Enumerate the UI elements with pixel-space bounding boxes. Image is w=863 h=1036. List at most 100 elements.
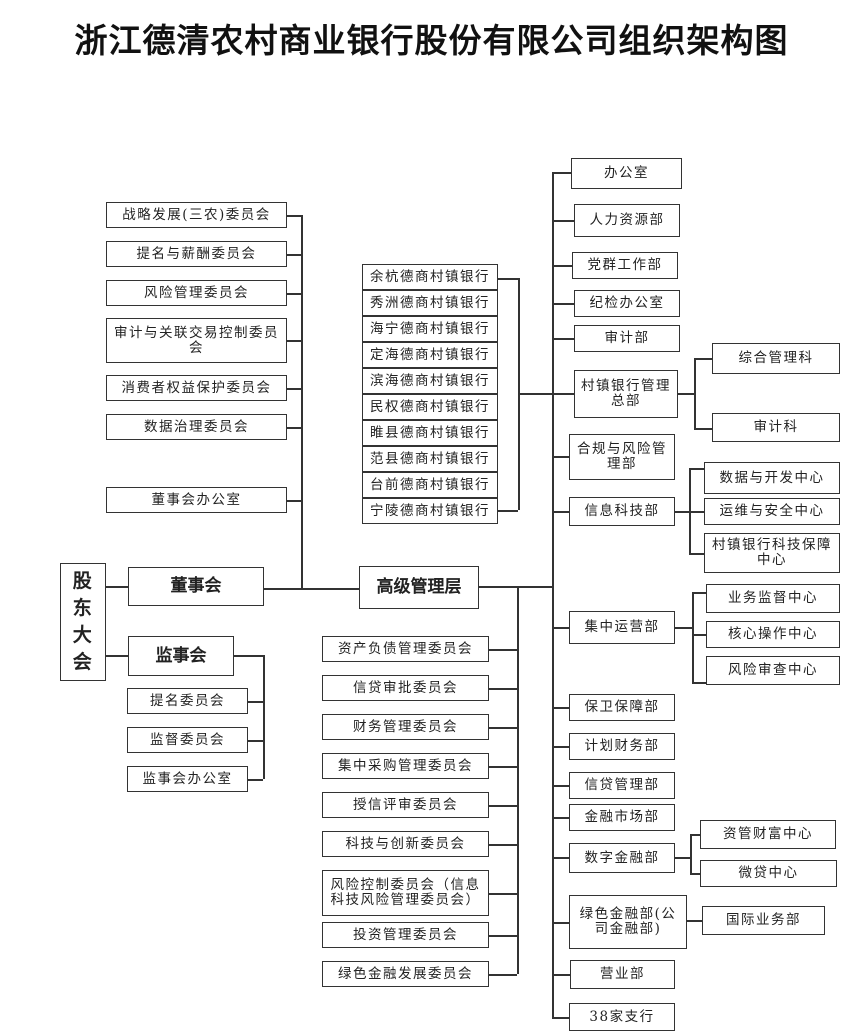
connector-line [552,922,569,924]
connector-line [286,500,301,502]
supervisory-committee-box: 监督委员会 [127,727,248,753]
department-box: 绿色金融部(公司金融部) [569,895,687,949]
management-committee-box: 风险控制委员会（信息科技风险管理委员会） [322,870,489,916]
department-box: 审计部 [574,325,680,352]
connector-line [489,766,517,768]
connector-line [552,627,569,629]
department-box: 数字金融部 [569,843,675,873]
connector-line [690,873,700,875]
sub-department-box: 风险审查中心 [706,656,840,685]
department-box: 保卫保障部 [569,694,675,721]
board-box: 董事会 [128,567,264,606]
connector-line [687,920,702,922]
connector-line [498,278,518,280]
village-bank-box: 秀洲德商村镇银行 [362,290,498,316]
sub-department-box: 数据与开发中心 [704,462,840,494]
connector-line [286,293,301,295]
connector-line [489,844,517,846]
board-committee-box: 董事会办公室 [106,487,287,513]
connector-line [552,974,570,976]
board-committee-box: 战略发展(三农)委员会 [106,202,287,228]
connector-line [489,935,517,937]
connector-line [552,172,554,1017]
connector-line [552,785,569,787]
connector-line [286,254,301,256]
connector-line [518,393,552,395]
sub-department-box: 业务监督中心 [706,584,840,613]
connector-line [694,358,696,428]
sub-department-box: 村镇银行科技保障中心 [704,533,840,573]
connector-line [286,215,301,217]
sub-department-box: 综合管理科 [712,343,840,374]
connector-line [552,338,574,340]
connector-line [248,701,263,703]
department-box: 38家支行 [569,1003,675,1031]
connector-line [694,428,712,430]
department-box: 纪检办公室 [574,290,680,317]
connector-line [498,510,518,512]
management-committee-box: 集中采购管理委员会 [322,753,489,779]
connector-line [552,303,574,305]
connector-line [552,456,569,458]
connector-line [675,627,692,629]
management-committee-box: 科技与创新委员会 [322,831,489,857]
management-committee-box: 信贷审批委员会 [322,675,489,701]
department-box: 金融市场部 [569,804,675,831]
village-bank-box: 定海德商村镇银行 [362,342,498,368]
connector-line [692,592,694,682]
connector-line [552,746,569,748]
supervisory-board-box: 监事会 [128,636,234,676]
management-committee-box: 财务管理委员会 [322,714,489,740]
connector-line [301,215,303,588]
sub-department-box: 核心操作中心 [706,621,840,648]
department-box: 办公室 [571,158,682,189]
board-committee-box: 提名与薪酬委员会 [106,241,287,267]
management-committee-box: 授信评审委员会 [322,792,489,818]
management-committee-box: 绿色金融发展委员会 [322,961,489,987]
connector-line [552,511,569,513]
connector-line [675,857,690,859]
department-box: 村镇银行管理总部 [574,370,678,418]
village-bank-box: 宁陵德商村镇银行 [362,498,498,524]
connector-line [263,655,265,779]
connector-line [286,427,301,429]
board-committee-box: 数据治理委员会 [106,414,287,440]
village-bank-box: 民权德商村镇银行 [362,394,498,420]
connector-line [106,655,128,657]
connector-line [489,727,517,729]
board-committee-box: 风险管理委员会 [106,280,287,306]
shareholders-meeting-box: 股东大会 [60,563,106,681]
connector-line [248,740,263,742]
connector-line [694,358,712,360]
connector-line [234,655,263,657]
department-box: 合规与风险管理部 [569,434,675,480]
connector-line [552,393,574,395]
connector-line [552,857,569,859]
connector-line [489,805,517,807]
senior-management-box: 高级管理层 [359,566,479,609]
connector-line [489,688,517,690]
connector-line [552,172,571,174]
connector-line [479,586,552,588]
management-committee-box: 投资管理委员会 [322,922,489,948]
department-box: 集中运营部 [569,611,675,644]
connector-line [264,588,359,590]
connector-line [692,682,706,684]
connector-line [689,468,691,553]
connector-line [517,586,519,974]
sub-department-box: 资管财富中心 [700,820,836,849]
department-box: 计划财务部 [569,733,675,760]
management-committee-box: 资产负债管理委员会 [322,636,489,662]
connector-line [489,893,517,895]
board-committee-box: 审计与关联交易控制委员会 [106,318,287,363]
department-box: 信息科技部 [569,497,675,526]
connector-line [286,340,301,342]
connector-line [552,265,572,267]
department-box: 信贷管理部 [569,772,675,799]
village-bank-box: 范县德商村镇银行 [362,446,498,472]
sub-department-box: 微贷中心 [700,860,837,887]
connector-line [690,834,700,836]
supervisory-committee-box: 监事会办公室 [127,766,248,792]
connector-line [552,220,574,222]
